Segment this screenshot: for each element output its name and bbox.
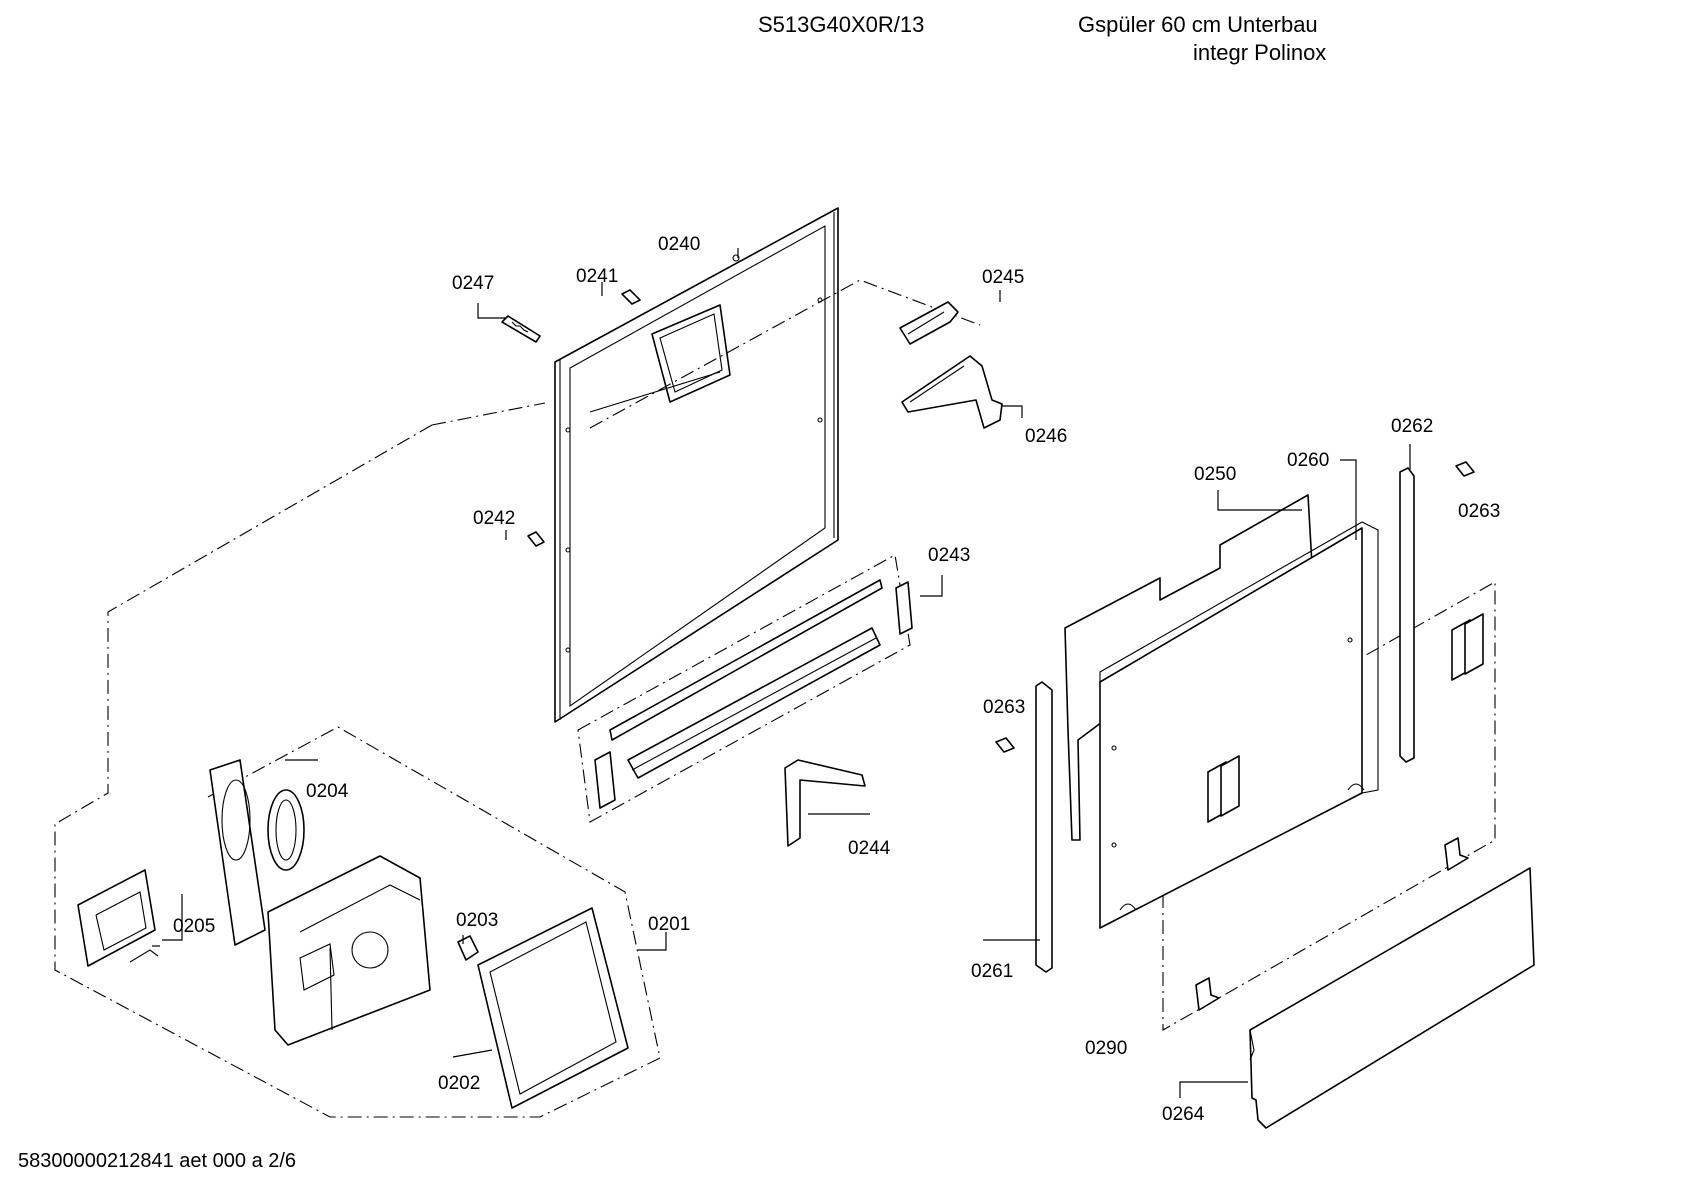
label-0263-left: 0263 [983,697,1025,718]
label-0264: 0264 [1162,1104,1205,1125]
label-0290: 0290 [1085,1038,1127,1059]
product-description-line-2: integr Polinox [1193,40,1327,65]
label-0242: 0242 [473,508,515,529]
part-0202-frame[interactable] [477,907,629,1109]
part-0247-screw[interactable] [501,315,541,343]
part-0240-inner-door[interactable] [554,207,839,723]
label-0243: 0243 [928,545,970,566]
part-0243-hinge-strip[interactable] [594,579,913,809]
label-0245: 0245 [982,267,1024,288]
part-0262-side-strip[interactable] [1399,467,1415,763]
part-0242-screw[interactable] [527,531,545,547]
label-0246: 0246 [1025,426,1067,447]
document-id: 58300000212841 aet 000 a 2/6 [18,1150,297,1172]
label-0202: 0202 [438,1073,480,1094]
part-0241-screw[interactable] [621,289,641,305]
label-0201: 0201 [648,914,690,935]
leader-lines [152,248,1411,1098]
part-0250-panel[interactable] [1064,494,1313,841]
part-0245-bracket[interactable] [899,301,959,345]
assembly-outline-control-panel [54,424,661,1118]
part-0204-housing[interactable] [209,759,305,946]
label-0250: 0250 [1194,464,1236,485]
part-0244-bracket[interactable] [784,759,866,847]
label-0263-right: 0263 [1458,501,1500,522]
model-number: S513G40X0R/13 [758,12,925,37]
label-0260: 0260 [1287,450,1329,471]
part-0263-screw-left[interactable] [995,737,1015,753]
label-0203: 0203 [456,910,498,931]
label-0240: 0240 [658,234,700,255]
part-0246-hinge-lever[interactable] [901,355,1003,429]
label-0241: 0241 [576,266,618,287]
part-0205-module[interactable] [77,869,159,967]
assembly-outline-front-panel [1162,581,1496,1031]
part-0264-plinth[interactable] [1249,867,1535,1129]
part-0201-electronic-module[interactable] [267,855,431,1046]
label-0261: 0261 [971,961,1013,982]
product-description-line-1: Gspüler 60 cm Unterbau [1078,12,1318,37]
label-0262: 0262 [1391,416,1433,437]
label-0205: 0205 [173,916,215,937]
label-0244: 0244 [848,838,891,859]
label-0204: 0204 [306,781,349,802]
part-0263-screw-right[interactable] [1455,461,1475,477]
part-0203-knob[interactable] [457,935,479,961]
assembly-outline-door-center [431,402,546,426]
front-panel-clips [1195,613,1484,1011]
part-0260-outer-panel[interactable] [1099,521,1379,929]
part-0261-side-strip[interactable] [1035,681,1053,973]
label-0247: 0247 [452,273,494,294]
assembly-outline-hinge-strip [577,554,911,823]
